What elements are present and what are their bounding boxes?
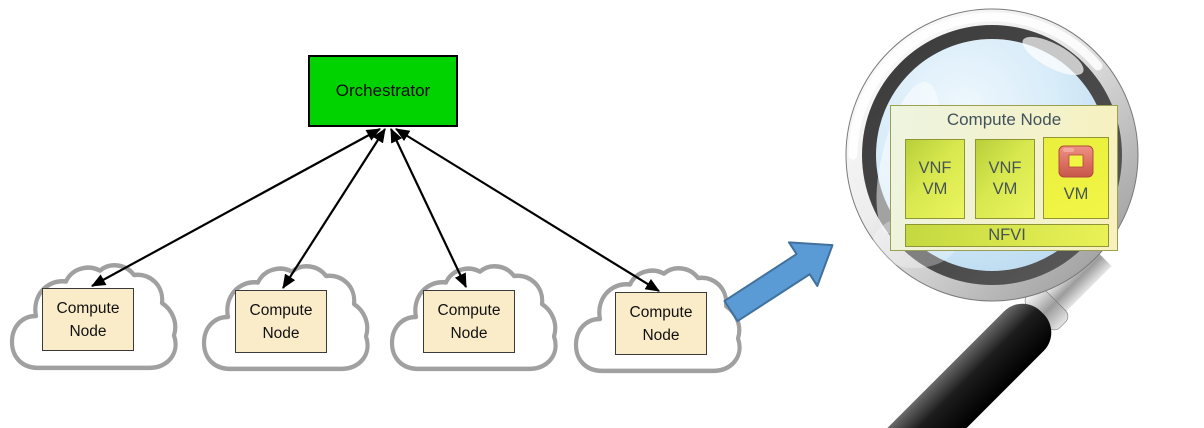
magnified-compute-node-panel: Compute Node VNF VM VNF VM VM NFVI — [890, 105, 1118, 251]
openstack-icon — [1058, 145, 1094, 178]
lens-glint-top — [1022, 36, 1084, 76]
handle-grip — [863, 303, 1052, 428]
connector-arrow-2 — [282, 128, 386, 289]
compute-node-box-4: Compute Node — [615, 292, 707, 355]
vm-label: VM — [1063, 185, 1089, 203]
compute-node-box-2: Compute Node — [235, 290, 327, 353]
connector-arrow-3 — [390, 128, 467, 288]
compute-node-box-3: Compute Node — [423, 290, 515, 353]
orchestrator-label: Orchestrator — [335, 81, 431, 100]
handle-ferrule — [1040, 243, 1112, 315]
vnf-vm-box-1: VNF VM — [905, 139, 965, 219]
connector-arrow-1 — [91, 128, 381, 287]
compute-node-box-1: Compute Node — [42, 288, 134, 351]
connector-arrow-4 — [395, 128, 660, 292]
panel-title: Compute Node — [946, 110, 1062, 129]
orchestrator-box: Orchestrator — [308, 55, 458, 127]
nfvi-bar: NFVI — [905, 224, 1109, 247]
magnifier-handle — [863, 243, 1112, 428]
zoom-block-arrow — [723, 241, 834, 323]
vnf-vm-box-2: VNF VM — [975, 139, 1035, 219]
rim-highlight — [848, 12, 1103, 160]
openstack-vm-box: VM — [1043, 137, 1109, 219]
connector-arrows — [91, 128, 660, 292]
